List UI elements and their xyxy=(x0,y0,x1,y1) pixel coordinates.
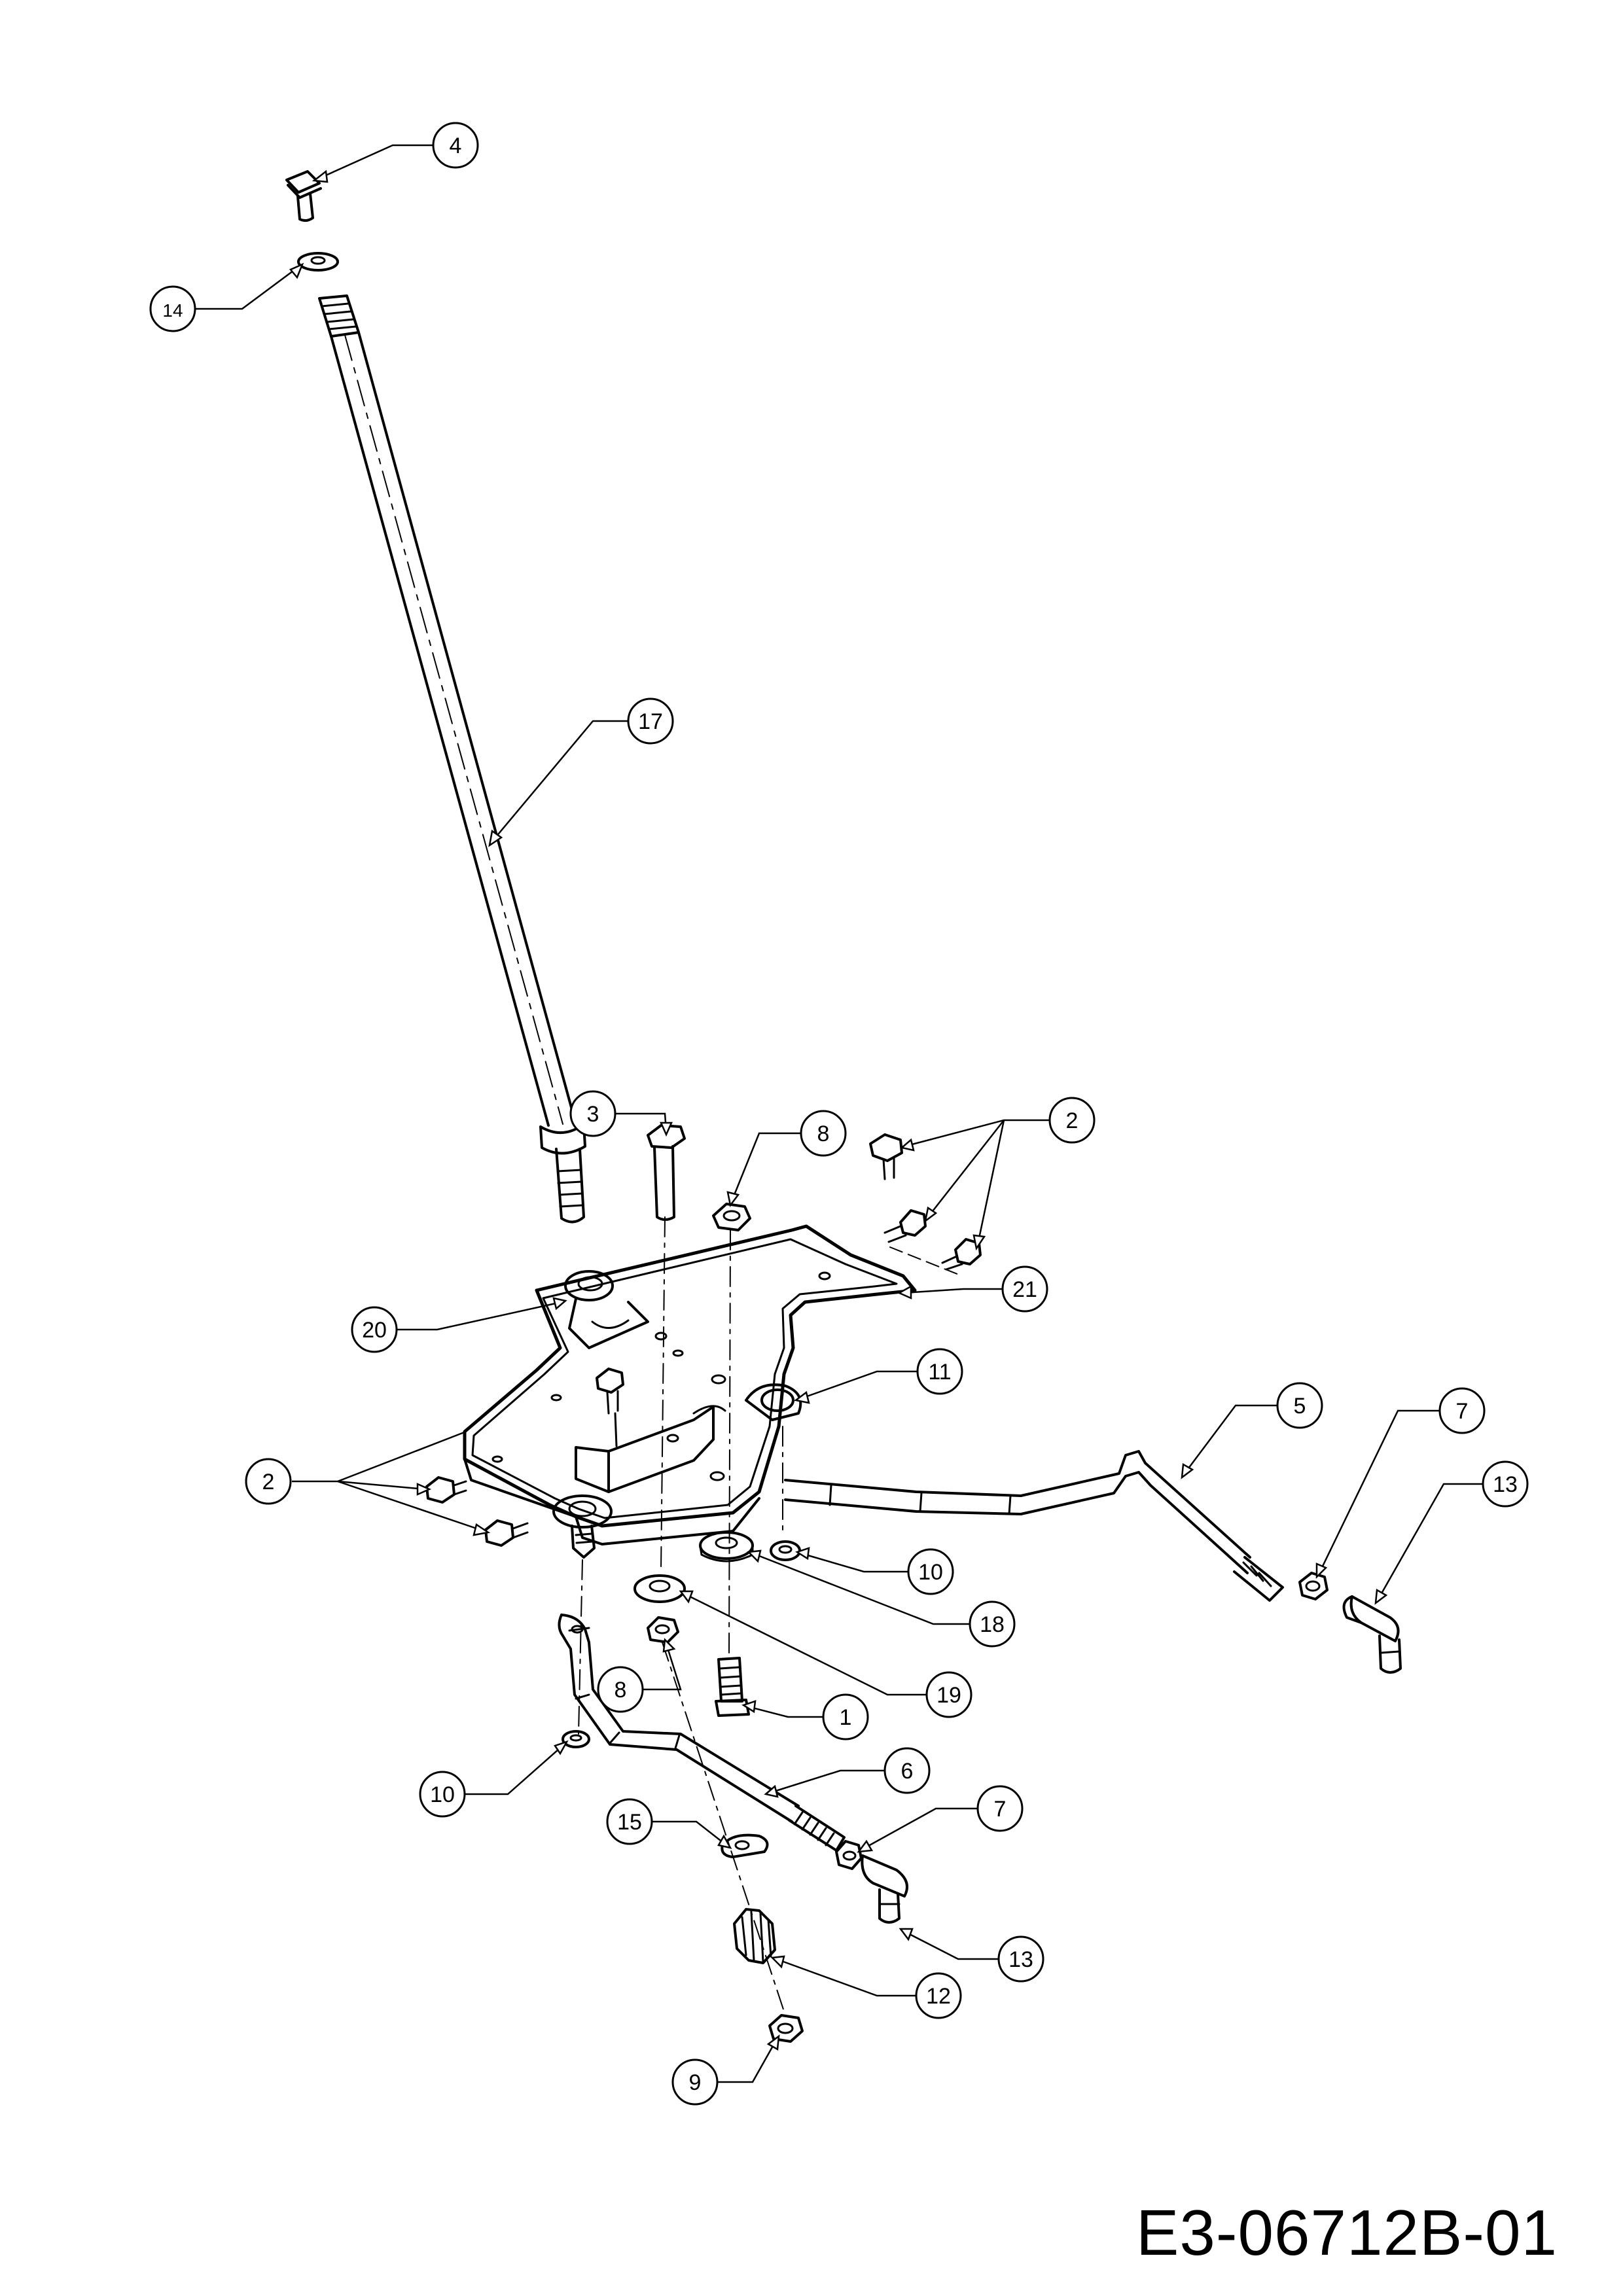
part-12-gear xyxy=(733,1908,776,1964)
part-8-nut-upper xyxy=(712,1203,751,1231)
callout-18: 18 xyxy=(969,1600,1016,1648)
callout-6-label: 6 xyxy=(901,1759,914,1784)
callout-9-label: 9 xyxy=(689,2070,702,2095)
callout-12: 12 xyxy=(915,1972,962,2019)
drawing-number: E3-06712B-01 xyxy=(1135,2197,1558,2269)
leader-lines xyxy=(195,144,1483,2083)
callout-1: 1 xyxy=(822,1693,869,1740)
callout-19-label: 19 xyxy=(936,1683,961,1708)
part-17-steering-shaft xyxy=(318,294,586,1224)
callout-11-label: 11 xyxy=(928,1360,951,1385)
part-5-drag-link xyxy=(784,1450,1284,1602)
callout-8-upper-label: 8 xyxy=(817,1122,830,1146)
callout-2-lower: 2 xyxy=(245,1458,292,1505)
callout-21-label: 21 xyxy=(1012,1277,1037,1302)
part-14-washer xyxy=(297,252,339,272)
callout-20: 20 xyxy=(351,1306,398,1353)
callout-11: 11 xyxy=(916,1348,963,1395)
part-7-nut-right xyxy=(1298,1572,1329,1600)
part-10-washer-upper xyxy=(770,1540,801,1561)
callout-10-upper-label: 10 xyxy=(918,1560,943,1585)
part-19-washer xyxy=(633,1574,686,1603)
part-13-ball-joint-right xyxy=(1342,1595,1402,1674)
callout-8-upper: 8 xyxy=(800,1110,847,1157)
callout-4-label: 4 xyxy=(450,133,462,158)
callout-15: 15 xyxy=(606,1798,653,1845)
part-18-washer xyxy=(699,1531,754,1563)
callout-10-upper: 10 xyxy=(907,1548,954,1595)
part-20-steering-plate xyxy=(463,1224,917,1559)
callout-14-label: 14 xyxy=(162,300,183,321)
callout-3: 3 xyxy=(569,1090,616,1137)
callout-7-right: 7 xyxy=(1438,1387,1486,1434)
assembly-centerlines xyxy=(578,1216,786,2016)
callout-8-lower-label: 8 xyxy=(615,1678,627,1703)
callout-12-label: 12 xyxy=(926,1984,951,2009)
callout-7-right-label: 7 xyxy=(1456,1399,1469,1424)
callout-21: 21 xyxy=(1001,1265,1048,1313)
callout-5: 5 xyxy=(1276,1382,1323,1429)
callout-8-lower: 8 xyxy=(597,1666,644,1713)
part-1-bolt xyxy=(715,1657,750,1717)
callout-7-lower-label: 7 xyxy=(994,1797,1007,1822)
part-8-nut-lower xyxy=(647,1616,679,1644)
part-9-nut xyxy=(768,2014,804,2043)
callout-1-label: 1 xyxy=(840,1705,852,1730)
callout-10-lower: 10 xyxy=(419,1771,466,1818)
callout-4: 4 xyxy=(432,122,479,169)
callout-15-label: 15 xyxy=(617,1810,642,1835)
callout-3-label: 3 xyxy=(587,1102,599,1127)
callout-20-label: 20 xyxy=(362,1318,387,1343)
part-10-washer-lower xyxy=(562,1730,590,1748)
callout-2-upper: 2 xyxy=(1048,1097,1096,1144)
callout-13-lower: 13 xyxy=(997,1935,1044,1983)
callout-18-label: 18 xyxy=(980,1612,1005,1637)
callout-17: 17 xyxy=(627,698,674,745)
callout-13-right-label: 13 xyxy=(1493,1472,1518,1497)
part-2-bolts-lower xyxy=(425,1476,529,1547)
part-3-bolt xyxy=(647,1124,686,1221)
callout-7-lower: 7 xyxy=(976,1785,1024,1832)
callout-5-label: 5 xyxy=(1294,1394,1306,1419)
callout-13-right: 13 xyxy=(1482,1460,1529,1508)
part-13-ball-joint-lower xyxy=(861,1854,908,1924)
callout-2-lower-label: 2 xyxy=(262,1470,275,1494)
callout-6: 6 xyxy=(883,1747,931,1794)
callout-10-lower-label: 10 xyxy=(430,1782,455,1807)
callout-17-label: 17 xyxy=(638,709,663,734)
part-2-bolts-upper xyxy=(869,1133,982,1277)
part-4-bolt xyxy=(285,170,322,222)
callout-9: 9 xyxy=(671,2058,719,2106)
callout-14: 14 xyxy=(149,285,196,332)
callout-13-lower-label: 13 xyxy=(1008,1947,1033,1972)
part-15-washer xyxy=(721,1833,769,1858)
part-6-drag-link-lower xyxy=(558,1614,846,1852)
callout-2-upper-label: 2 xyxy=(1066,1108,1079,1133)
callout-19: 19 xyxy=(925,1671,972,1718)
